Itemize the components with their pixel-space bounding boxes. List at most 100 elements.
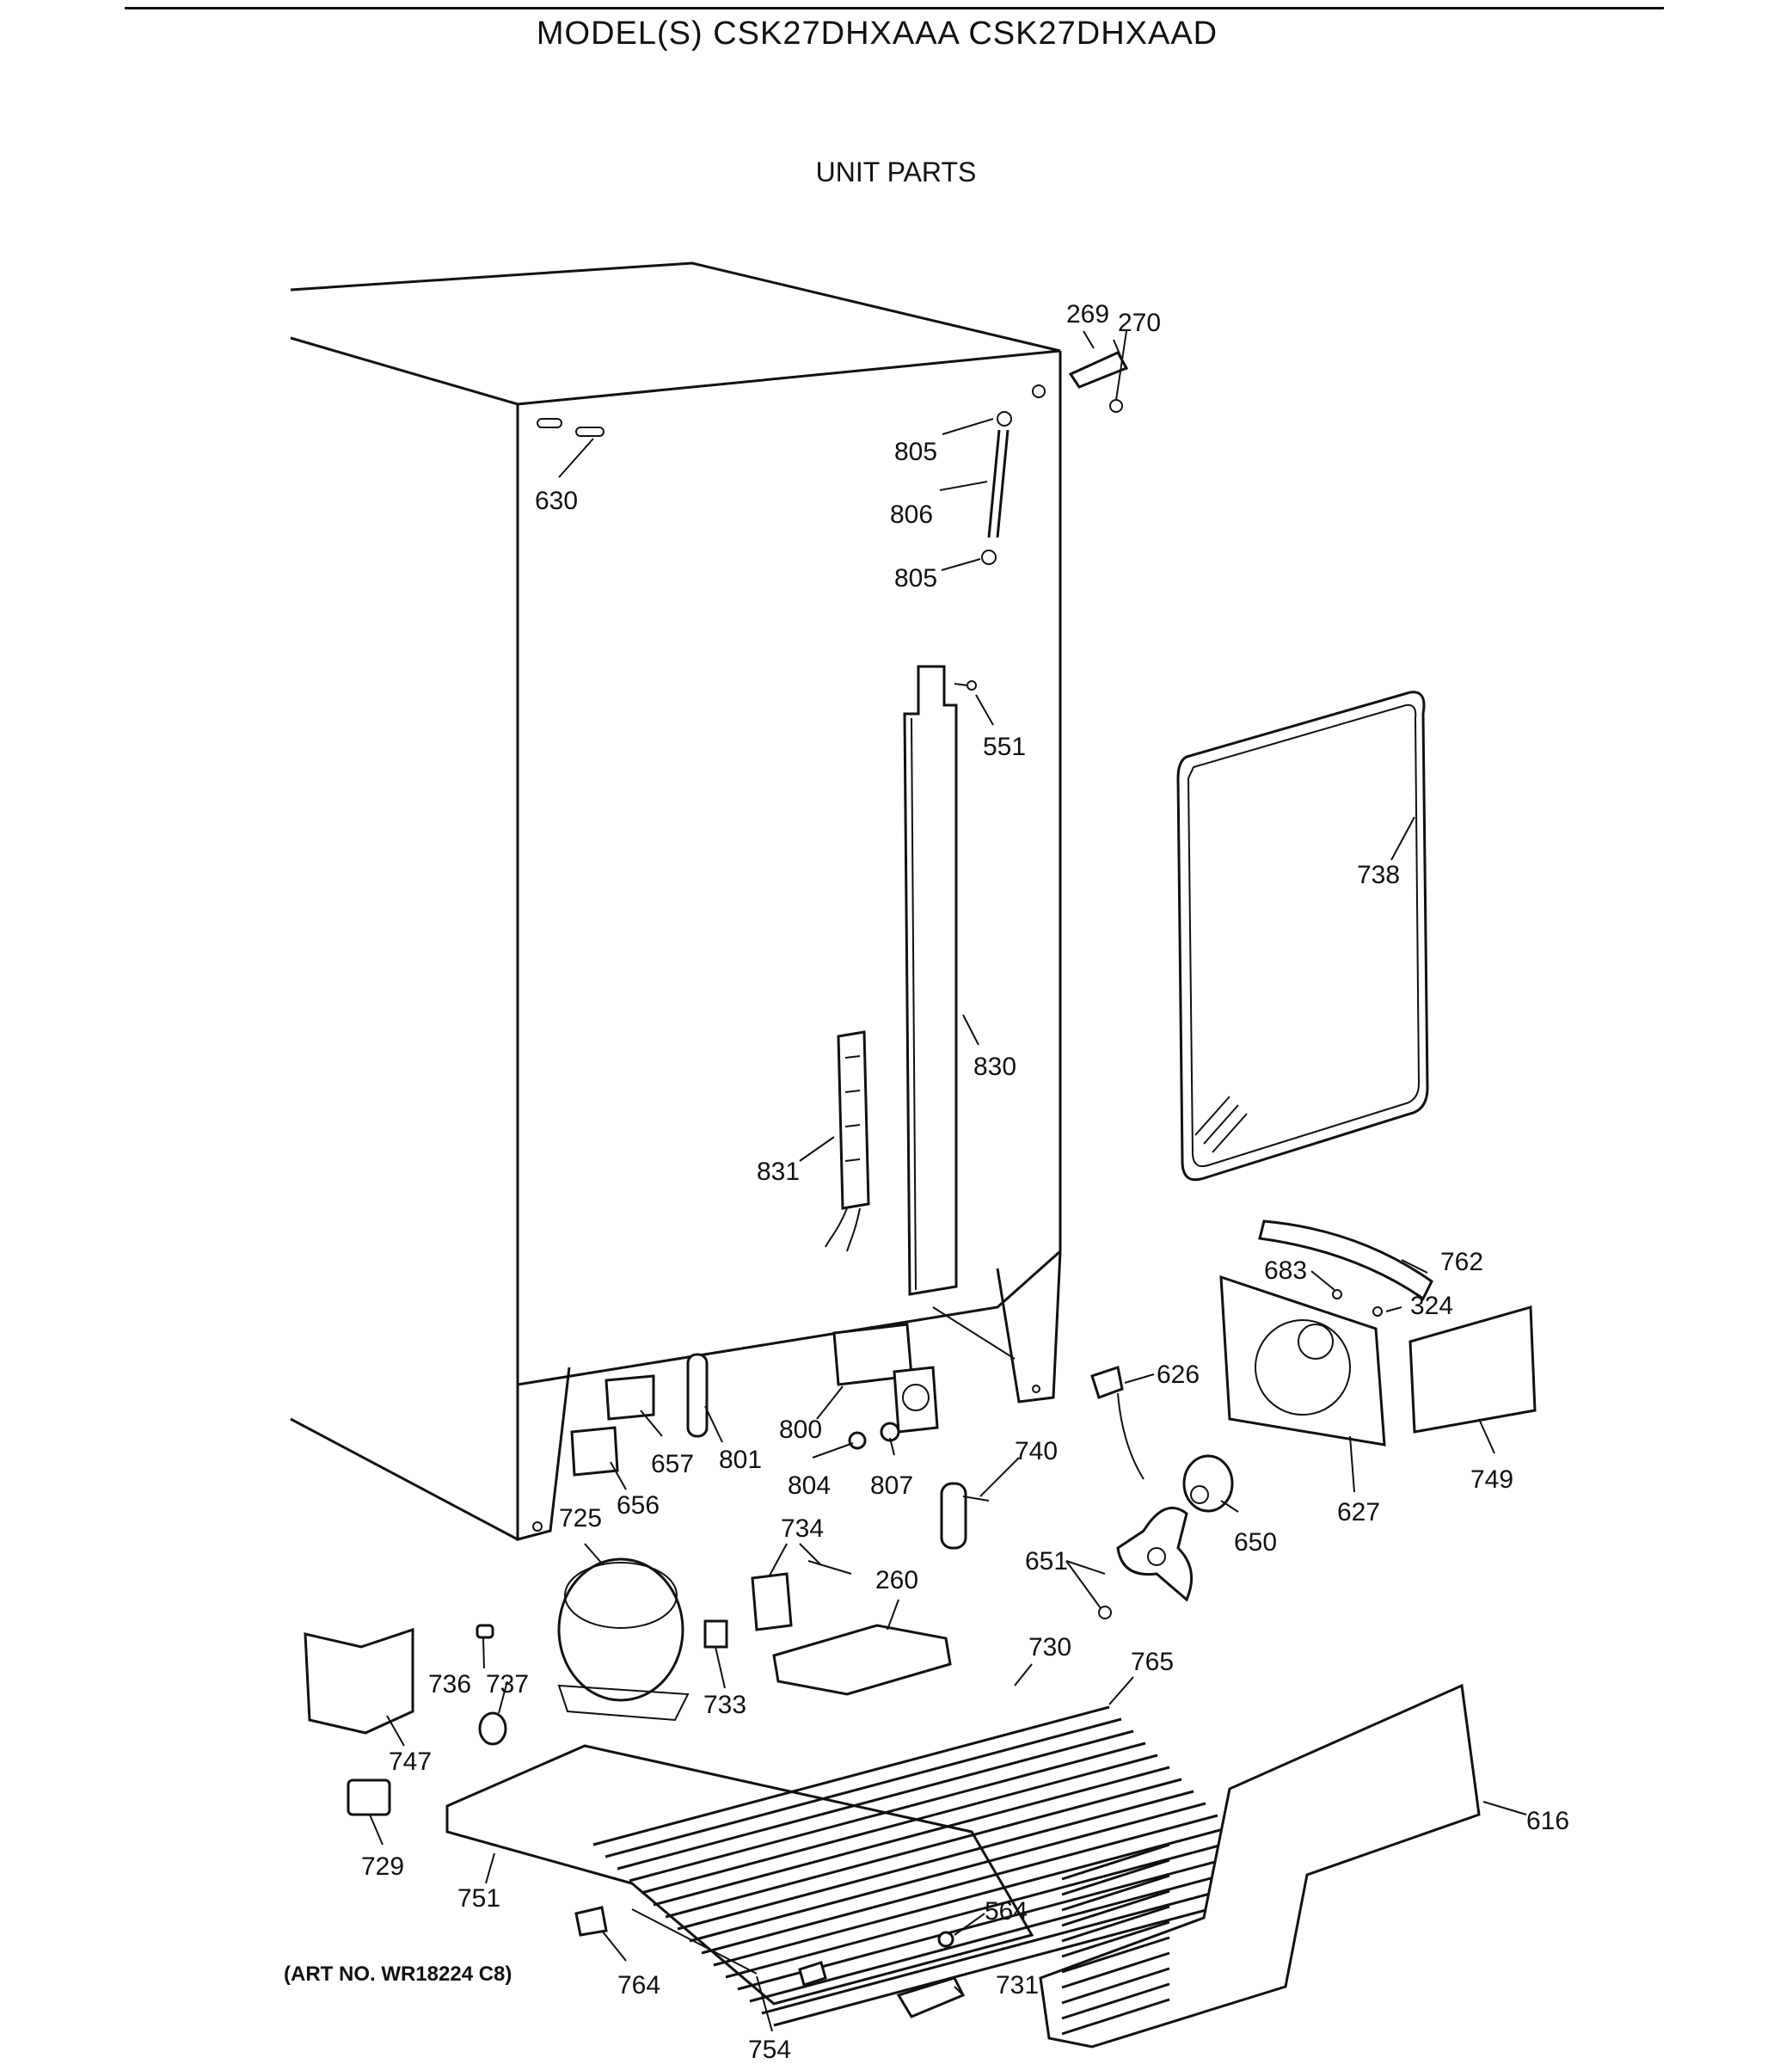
label-260: 260	[875, 1566, 918, 1594]
label-749: 749	[1470, 1465, 1513, 1494]
label-657: 657	[651, 1450, 694, 1478]
label-627: 627	[1337, 1498, 1380, 1526]
grille-slot	[1061, 1920, 1170, 1958]
part-806-tube-assembly	[981, 411, 1012, 565]
condenser-coil-tube	[641, 1754, 1158, 1895]
condenser-coil-tube	[761, 1874, 1279, 2015]
part-627-fan-shroud	[1219, 1275, 1386, 1447]
model-title: MODEL(S) CSK27DHXAAA CSK27DHXAAD	[536, 15, 1218, 52]
part-740-thermostat	[940, 1482, 990, 1550]
label-564: 564	[985, 1897, 1028, 1926]
part-801-tube	[686, 1353, 709, 1438]
label-762: 762	[1440, 1248, 1483, 1276]
part-804-nut	[848, 1431, 867, 1450]
label-733: 733	[703, 1691, 746, 1719]
grille-slot	[1061, 1889, 1170, 1927]
part-657-bracket	[604, 1374, 655, 1421]
part-830-drain-channel	[903, 665, 958, 1296]
art-number: (ART NO. WR18224 C8)	[284, 1963, 512, 1986]
part-269-hinge-pin	[1068, 339, 1129, 413]
label-754: 754	[748, 2036, 791, 2064]
label-616: 616	[1526, 1807, 1569, 1835]
grille-slot	[1061, 1951, 1170, 1989]
part-762-foam-strip	[1258, 1219, 1433, 1301]
label-626: 626	[1157, 1361, 1200, 1389]
part-736-clip	[476, 1624, 494, 1639]
part-651-fan-blade	[1098, 1506, 1194, 1619]
grille-slot	[1061, 1858, 1170, 1896]
condenser-coil-tube	[617, 1729, 1134, 1870]
part-751-base-pan	[445, 1744, 1034, 2006]
grille-slot	[1061, 1967, 1170, 2005]
condenser-coil-tube	[592, 1705, 1110, 1846]
label-269: 269	[1066, 300, 1109, 329]
label-551: 551	[983, 733, 1026, 761]
part-260-drain-pan	[772, 1624, 952, 1696]
grille-slot	[1061, 1874, 1170, 1912]
label-737: 737	[486, 1670, 529, 1698]
part-734-overload	[751, 1560, 852, 1631]
label-807: 807	[870, 1471, 913, 1500]
part-626-power-cord	[1090, 1366, 1145, 1480]
label-683: 683	[1264, 1256, 1307, 1285]
part-650-fan-motor	[1182, 1454, 1234, 1513]
label-736: 736	[428, 1670, 471, 1698]
label-805-bottom: 805	[894, 564, 937, 593]
label-630: 630	[535, 487, 578, 515]
condenser-coil-tube	[713, 1826, 1230, 1967]
part-754-grille-clip	[631, 1908, 827, 1987]
label-650: 650	[1234, 1528, 1277, 1557]
grille-slot	[1061, 1936, 1170, 1974]
label-831: 831	[757, 1158, 800, 1186]
label-738: 738	[1357, 861, 1400, 889]
label-324: 324	[1410, 1292, 1453, 1320]
part-729-capacitor	[347, 1778, 391, 1816]
condenser-coil-tube	[737, 1850, 1255, 1991]
grille-slot	[1061, 1982, 1170, 2020]
part-800-water-valve	[832, 1323, 939, 1434]
part-733-relay	[703, 1619, 728, 1649]
label-764: 764	[617, 1971, 660, 2000]
label-270: 270	[1118, 309, 1161, 337]
condenser-coil-tube	[665, 1778, 1182, 1919]
header-rule	[125, 7, 1664, 9]
part-683-screw	[1332, 1289, 1342, 1299]
label-830: 830	[973, 1053, 1016, 1081]
label-725: 725	[559, 1504, 602, 1533]
refrigerator-cabinet	[290, 261, 1062, 1541]
part-564-screw	[937, 1931, 954, 1948]
label-729: 729	[361, 1852, 404, 1881]
leader-lines	[369, 330, 1527, 2032]
label-734: 734	[781, 1514, 824, 1543]
label-805-top: 805	[894, 438, 937, 466]
label-747: 747	[389, 1748, 432, 1776]
label-656: 656	[617, 1491, 660, 1520]
condenser-coil-tube	[677, 1790, 1194, 1931]
part-737-grommet	[478, 1711, 507, 1746]
part-labels: 269 270 805 806 805 630 551 738 830 831 …	[361, 300, 1569, 2064]
part-749-control-cover	[1408, 1305, 1537, 1434]
label-801: 801	[719, 1446, 762, 1474]
part-730-condenser	[592, 1705, 1291, 2027]
label-800: 800	[779, 1416, 822, 1444]
condenser-coil-tube	[629, 1742, 1146, 1883]
condenser-coil-tube	[689, 1802, 1206, 1943]
condenser-coil-tube	[749, 1862, 1267, 2003]
grille-slot	[1061, 1998, 1170, 2036]
label-806: 806	[890, 501, 933, 529]
section-title: UNIT PARTS	[815, 157, 977, 187]
label-751: 751	[457, 1884, 500, 1913]
condenser-coil-tube	[604, 1717, 1122, 1858]
label-730: 730	[1028, 1633, 1071, 1662]
part-831-heater	[825, 1030, 870, 1252]
part-324-screw	[1372, 1306, 1383, 1317]
condenser-coil-tube	[701, 1814, 1218, 1955]
label-651: 651	[1025, 1547, 1068, 1576]
condenser-coil-tube	[773, 1886, 1291, 2027]
condenser-coil-tube	[725, 1838, 1243, 1979]
label-740: 740	[1015, 1437, 1058, 1465]
grille-slot	[1061, 1905, 1170, 1943]
part-764-clip	[574, 1906, 608, 1937]
